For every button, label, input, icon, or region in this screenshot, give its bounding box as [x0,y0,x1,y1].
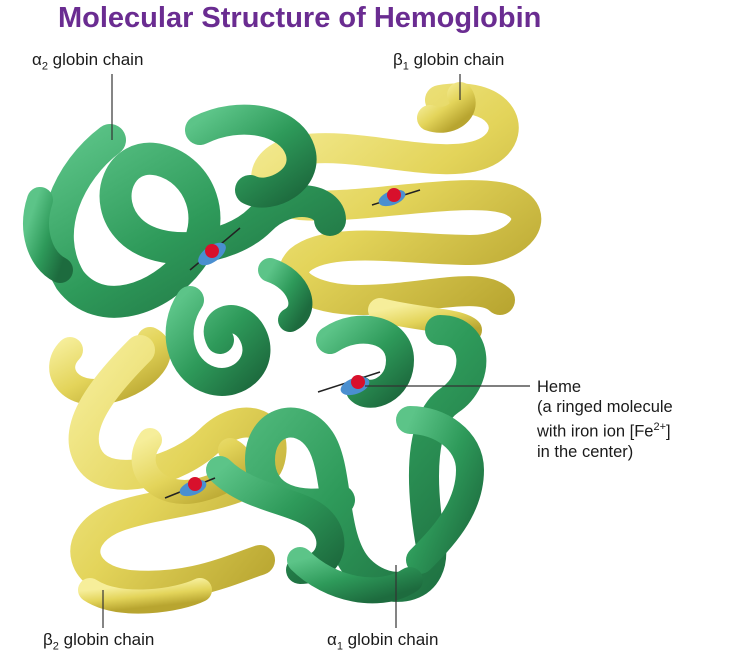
heme-label-line3: with iron ion [Fe2+] [537,417,673,442]
heme-label-line4: in the center) [537,442,673,462]
alpha2-label: α2 globin chain [32,50,143,72]
heme-label-line1: Heme [537,377,673,397]
heme-label-line2: (a ringed molecule [537,397,673,417]
heme-label: Heme (a ringed molecule with iron ion [F… [537,377,673,462]
alpha1-label: α1 globin chain [327,630,438,652]
beta2-label: β2 globin chain [43,630,154,652]
beta1-label: β1 globin chain [393,50,504,72]
